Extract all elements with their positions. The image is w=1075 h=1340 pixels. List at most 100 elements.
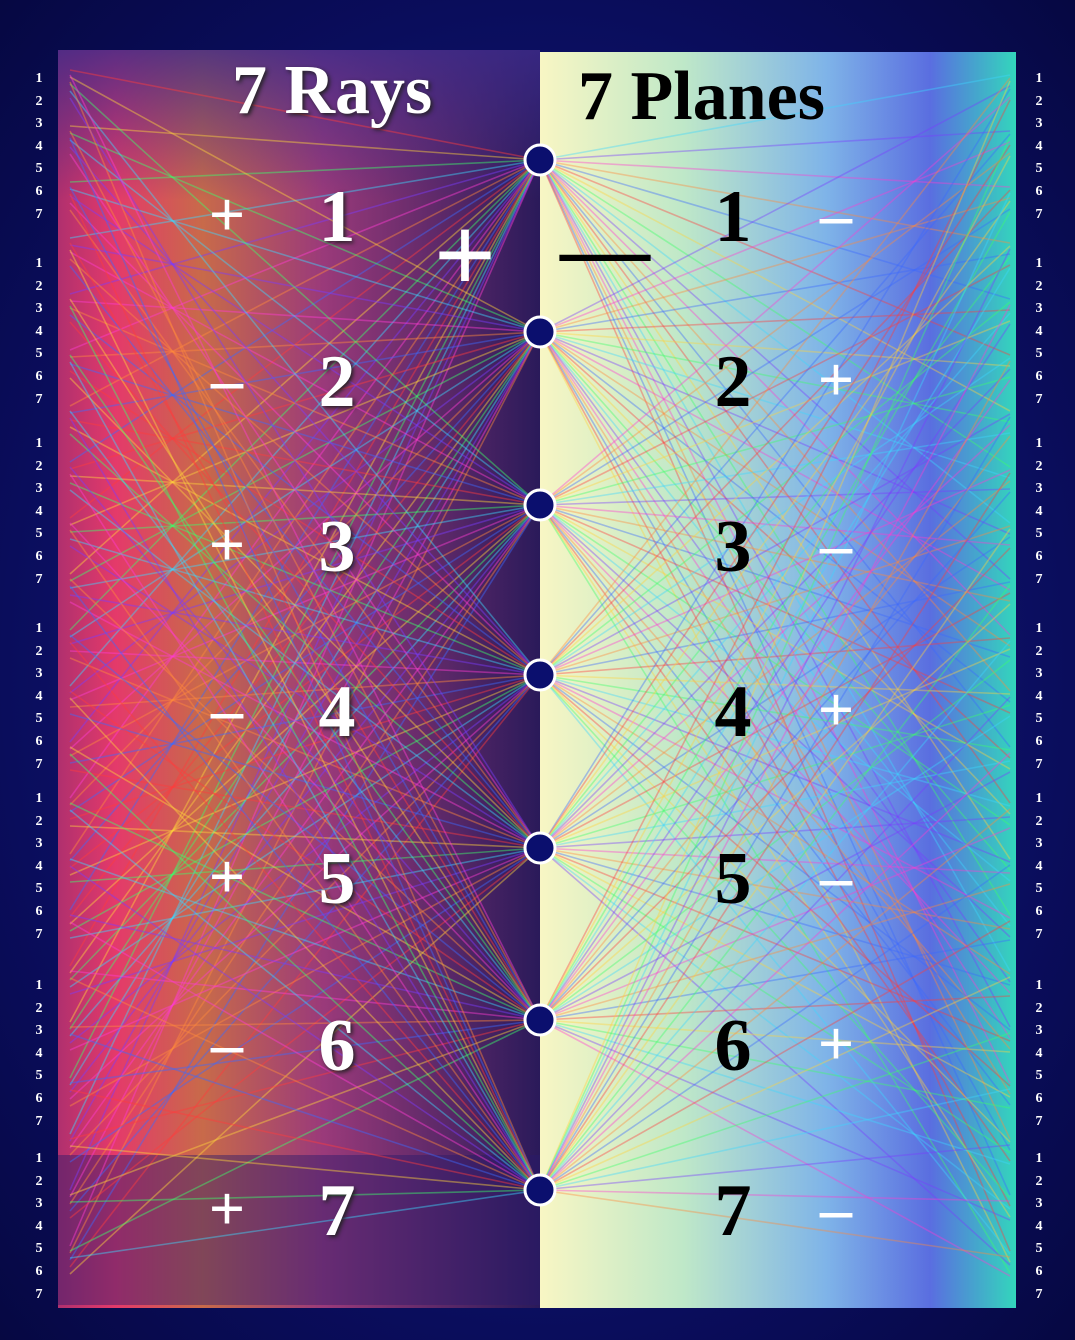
left-sub-number: 1 — [24, 1148, 54, 1171]
plane-sign: – — [806, 513, 866, 577]
left-sub-number: 2 — [24, 998, 54, 1021]
bottom-band-left — [58, 1155, 540, 1305]
left-sub-number: 1 — [24, 68, 54, 91]
plane-sign: + — [806, 1012, 866, 1076]
left-sub-number: 3 — [24, 113, 54, 136]
right-sub-number: 7 — [1024, 389, 1054, 412]
right-sub-number: 4 — [1024, 1043, 1054, 1066]
ray-sign: + — [197, 1177, 257, 1241]
left-sub-number: 4 — [24, 501, 54, 524]
right-sub-number: 7 — [1024, 204, 1054, 227]
left-sub-number: 4 — [24, 856, 54, 879]
plane-sign: + — [806, 348, 866, 412]
left-sub-number: 1 — [24, 253, 54, 276]
left-sub-number: 4 — [24, 136, 54, 159]
right-sub-number: 3 — [1024, 298, 1054, 321]
ray-number: 5 — [302, 842, 372, 916]
left-sub-number-group: 1234567 — [24, 975, 54, 1133]
left-sub-number: 7 — [24, 1111, 54, 1134]
ray-number: 4 — [302, 675, 372, 749]
right-sub-number: 6 — [1024, 366, 1054, 389]
right-sub-number: 3 — [1024, 113, 1054, 136]
left-sub-number: 6 — [24, 731, 54, 754]
right-sub-number-group: 1234567 — [1024, 975, 1054, 1133]
center-plus-sign: + — [430, 200, 500, 310]
right-sub-number: 2 — [1024, 641, 1054, 664]
ray-node — [525, 660, 555, 690]
ray-node — [525, 833, 555, 863]
left-sub-number: 7 — [24, 754, 54, 777]
right-sub-number: 6 — [1024, 181, 1054, 204]
plane-sign: + — [806, 678, 866, 742]
left-sub-number: 4 — [24, 1043, 54, 1066]
right-sub-number: 1 — [1024, 788, 1054, 811]
right-sub-number: 4 — [1024, 501, 1054, 524]
ray-sign: + — [197, 183, 257, 247]
right-sub-number-group: 1234567 — [1024, 1148, 1054, 1306]
right-sub-number: 4 — [1024, 136, 1054, 159]
right-sub-number-group: 1234567 — [1024, 433, 1054, 591]
right-sub-number: 2 — [1024, 456, 1054, 479]
ray-sign: + — [197, 513, 257, 577]
left-sub-number: 5 — [24, 1238, 54, 1261]
right-sub-number: 6 — [1024, 901, 1054, 924]
left-sub-number: 6 — [24, 181, 54, 204]
right-sub-number: 2 — [1024, 91, 1054, 114]
left-sub-number: 5 — [24, 1065, 54, 1088]
right-sub-number: 7 — [1024, 1284, 1054, 1307]
left-sub-number: 6 — [24, 1088, 54, 1111]
plane-number: 3 — [698, 510, 768, 584]
plane-sign: – — [806, 183, 866, 247]
ray-node — [525, 145, 555, 175]
right-sub-number-group: 1234567 — [1024, 68, 1054, 226]
center-minus-sign: — — [560, 205, 635, 295]
right-sub-number: 3 — [1024, 1193, 1054, 1216]
left-sub-number-group: 1234567 — [24, 1148, 54, 1306]
left-sub-number: 4 — [24, 686, 54, 709]
right-sub-number-group: 1234567 — [1024, 618, 1054, 776]
ray-number: 6 — [302, 1009, 372, 1083]
right-sub-number: 2 — [1024, 276, 1054, 299]
right-sub-number: 4 — [1024, 1216, 1054, 1239]
left-sub-number: 2 — [24, 91, 54, 114]
right-sub-number: 6 — [1024, 731, 1054, 754]
right-sub-number: 7 — [1024, 569, 1054, 592]
left-sub-number: 6 — [24, 546, 54, 569]
ray-node — [525, 490, 555, 520]
right-sub-number: 1 — [1024, 433, 1054, 456]
ray-sign: – — [197, 678, 257, 742]
right-sub-number: 2 — [1024, 998, 1054, 1021]
plane-number: 7 — [698, 1174, 768, 1248]
right-sub-number: 5 — [1024, 158, 1054, 181]
left-sub-number: 5 — [24, 158, 54, 181]
ray-sign: – — [197, 348, 257, 412]
plane-sign: – — [806, 1177, 866, 1241]
ray-number: 7 — [302, 1174, 372, 1248]
ray-node — [525, 1175, 555, 1205]
left-sub-number: 3 — [24, 1193, 54, 1216]
right-sub-number: 1 — [1024, 1148, 1054, 1171]
left-sub-number: 7 — [24, 1284, 54, 1307]
ray-number: 3 — [302, 510, 372, 584]
plane-sign: – — [806, 845, 866, 909]
planes-title: 7 Planes — [578, 62, 825, 132]
left-sub-number: 2 — [24, 1171, 54, 1194]
left-sub-number: 7 — [24, 389, 54, 412]
left-sub-number: 1 — [24, 618, 54, 641]
left-sub-number: 4 — [24, 321, 54, 344]
right-sub-number: 3 — [1024, 478, 1054, 501]
left-sub-number: 6 — [24, 366, 54, 389]
left-sub-number: 5 — [24, 523, 54, 546]
plane-number: 5 — [698, 842, 768, 916]
left-sub-number: 7 — [24, 924, 54, 947]
left-sub-number: 3 — [24, 833, 54, 856]
right-sub-number: 3 — [1024, 1020, 1054, 1043]
left-sub-number-group: 1234567 — [24, 433, 54, 591]
left-sub-number: 3 — [24, 298, 54, 321]
left-sub-number: 6 — [24, 1261, 54, 1284]
right-sub-number: 1 — [1024, 68, 1054, 91]
ray-number: 1 — [302, 180, 372, 254]
